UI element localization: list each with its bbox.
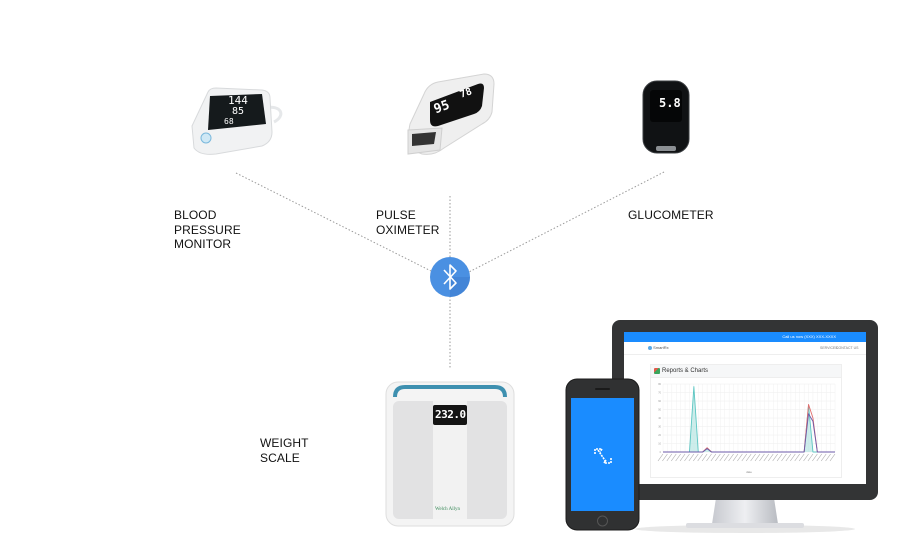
x-tick-label — [684, 453, 690, 462]
x-tick-label — [798, 453, 805, 462]
y-tick-label: 10 — [658, 443, 661, 446]
label-glucometer: GLUCOMETER — [628, 208, 714, 222]
x-tick-label — [794, 453, 800, 462]
y-tick-label: 80 — [658, 383, 661, 386]
bp-diastolic: 85 — [232, 106, 245, 117]
x-tick-label — [670, 453, 677, 462]
x-tick-label — [812, 453, 818, 462]
x-tick-label — [719, 453, 725, 462]
bluetooth-hub — [430, 257, 470, 297]
glucometer: 5.8 — [642, 80, 690, 154]
bluetooth-icon — [430, 257, 470, 297]
x-tick-label — [723, 453, 730, 462]
scale-reading: 232.0 — [435, 408, 466, 421]
x-tick-label — [675, 453, 681, 462]
label-blood-pressure-monitor: BLOOD PRESSURE MONITOR — [174, 208, 241, 251]
x-tick-label — [820, 453, 827, 462]
desktop-monitor: Call us now (XXX) XXX-XXXX SmartRx SERVI… — [612, 320, 878, 534]
connection-line-bp — [235, 172, 438, 275]
blood-pressure-monitor: 144 85 68 — [186, 82, 286, 160]
label-weight-scale: WEIGHT SCALE — [260, 436, 309, 465]
x-tick-label — [759, 453, 765, 462]
y-tick-label: 0 — [660, 451, 662, 454]
x-tick-label — [706, 453, 712, 462]
x-tick-label — [697, 453, 703, 462]
connection-line-glucometer — [464, 171, 665, 275]
x-tick-label — [768, 453, 774, 462]
x-tick-label — [781, 453, 787, 462]
x-tick-label — [657, 453, 664, 462]
x-tick-label — [785, 453, 792, 462]
x-tick-label — [715, 453, 721, 462]
pulse-oximeter: 95 78 — [404, 68, 500, 164]
topbar-phone-text[interactable]: Call us now (XXX) XXX-XXXX — [782, 334, 836, 339]
x-tick-label — [741, 453, 748, 462]
y-tick-label: 20 — [658, 434, 661, 437]
report-chart-icon — [654, 368, 660, 374]
x-tick-label — [829, 453, 836, 462]
bp-pulse: 68 — [224, 117, 234, 126]
x-tick-label — [701, 453, 708, 462]
weight-scale: 232.0 Welch Allyn — [385, 381, 515, 527]
y-tick-label: 60 — [658, 400, 661, 403]
x-tick-label — [816, 453, 823, 462]
x-tick-label — [825, 453, 831, 462]
x-tick-label — [807, 453, 814, 462]
label-pulse-oximeter: PULSE OXIMETER — [376, 208, 440, 237]
header-divider — [624, 354, 866, 355]
x-tick-label — [776, 453, 783, 462]
series-teal-area — [663, 386, 835, 452]
x-tick-label — [745, 453, 752, 462]
x-tick-label — [803, 453, 809, 462]
reports-chart: 0 10 20 30 40 50 60 70 80 date — [657, 383, 836, 474]
site-brand[interactable]: SmartRx — [648, 345, 669, 350]
monitor-topbar: Call us now (XXX) XXX-XXXX — [624, 332, 866, 342]
report-title: Reports & Charts — [662, 368, 709, 374]
y-tick-label: 30 — [658, 426, 661, 429]
x-tick-label — [732, 453, 739, 462]
glucometer-reading: 5.8 — [659, 96, 681, 110]
x-axis-label: date — [746, 470, 752, 474]
report-panel: Reports & Charts 0 10 20 30 40 50 60 70 80 date — [650, 364, 842, 478]
x-tick-label — [688, 453, 695, 462]
y-tick-label: 70 — [658, 392, 661, 395]
nav-contact-us[interactable]: CONTACT US — [836, 346, 859, 350]
series-purple-line — [663, 413, 835, 453]
y-tick-label: 40 — [658, 417, 661, 420]
smartphone — [565, 378, 640, 531]
x-tick-label — [679, 453, 686, 462]
x-tick-label — [710, 453, 717, 462]
x-tick-label — [662, 453, 668, 462]
sync-logo-icon — [594, 448, 612, 464]
y-tick-label: 50 — [658, 409, 661, 412]
bp-systolic: 144 — [228, 94, 248, 107]
x-tick-label — [666, 453, 673, 462]
x-tick-label — [728, 453, 734, 462]
x-tick-label — [754, 453, 761, 462]
report-header: Reports & Charts — [651, 365, 841, 378]
x-tick-label — [763, 453, 770, 462]
nav-services[interactable]: SERVICES — [820, 346, 838, 350]
brand-logo-icon — [648, 345, 652, 350]
x-tick-label — [693, 453, 699, 462]
x-tick-label — [772, 453, 778, 462]
scale-brand: Welch Allyn — [435, 507, 461, 512]
x-tick-label — [737, 453, 743, 462]
x-tick-label — [750, 453, 756, 462]
x-tick-label — [790, 453, 796, 462]
